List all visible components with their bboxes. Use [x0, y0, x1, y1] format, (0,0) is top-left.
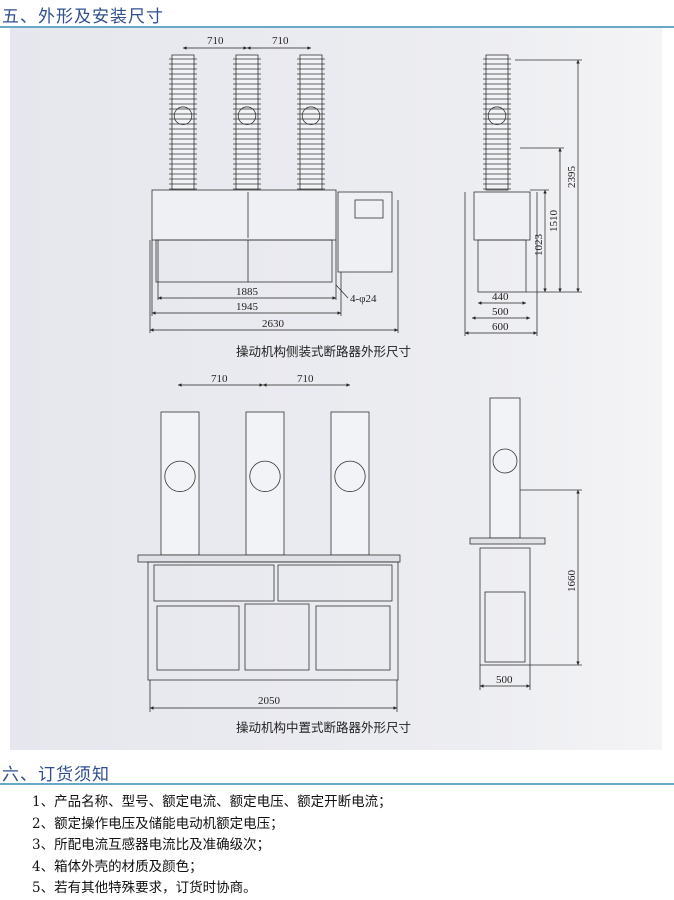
center-mounted-front-view [137, 554, 401, 712]
caption-center-mounted: 操动机构中置式断路器外形尺寸 [236, 720, 411, 735]
dim-width-1885: 1885 [236, 286, 259, 298]
dim-depth-500: 500 [492, 306, 509, 318]
caption-side-mounted: 操动机构侧装式断路器外形尺寸 [236, 344, 411, 359]
pole-insulator [245, 411, 285, 556]
list-item: 2、额定操作电压及储能电动机额定电压； [32, 815, 284, 832]
pole-insulator [483, 54, 511, 191]
side-mounted-front-view [149, 189, 399, 333]
dim-depth-500-bottom: 500 [496, 674, 513, 686]
dim-height-1510: 1510 [548, 210, 560, 233]
pole-insulator [489, 397, 521, 539]
list-item: 1、产品名称、型号、额定电流、额定电压、额定开断电流； [32, 794, 392, 810]
pole-insulator [297, 54, 325, 191]
list-item: 3、所配电流互感器电流比及准确级次； [32, 837, 271, 853]
dim-mounting-holes: 4-φ24 [350, 293, 377, 305]
section-title-dimensions: 五、外形及安装尺寸 [2, 7, 164, 27]
dim-pitch-2: 710 [272, 35, 289, 47]
dim-width-2630: 2630 [262, 318, 285, 330]
ordering-list: 1、产品名称、型号、额定电流、额定电压、额定开断电流； 2、额定操作电压及储能电… [32, 792, 392, 900]
dim-height-1023: 1023 [533, 234, 545, 257]
side-mounted-side-view [464, 59, 582, 336]
pole-insulator [330, 411, 370, 556]
dim-pitch-1: 710 [207, 35, 224, 47]
dim-height-1660: 1660 [566, 570, 578, 593]
dim-height-2395: 2395 [566, 166, 578, 189]
pole-insulator [233, 54, 261, 191]
dim-width-1945: 1945 [236, 301, 259, 313]
dim-pitch-1-bottom: 710 [211, 373, 228, 385]
section-divider [0, 783, 674, 785]
pole-insulator [169, 54, 197, 191]
pole-insulator [160, 411, 200, 556]
section-divider [0, 26, 674, 28]
list-item: 5、若有其他特殊要求，订货时协商。 [32, 880, 257, 896]
dim-depth-440: 440 [492, 291, 509, 303]
section-title-ordering: 六、订货须知 [2, 765, 110, 785]
dim-pitch-2-bottom: 710 [297, 373, 314, 385]
dim-width-2050: 2050 [258, 695, 281, 707]
dim-depth-600: 600 [492, 321, 509, 333]
list-item: 4、箱体外壳的材质及颜色； [32, 858, 203, 875]
